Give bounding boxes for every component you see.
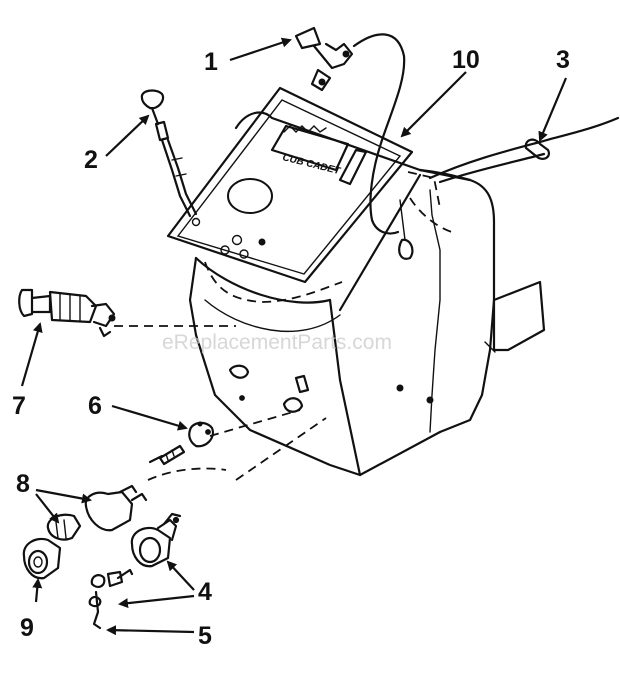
watermark-text: eReplacementParts.com xyxy=(162,331,392,354)
dash-housing xyxy=(188,111,546,477)
key-switch xyxy=(130,512,182,568)
ignition-keys xyxy=(88,568,134,630)
callout-2: 2 xyxy=(84,146,98,174)
callout-3: 3 xyxy=(556,46,570,74)
callout-10: 10 xyxy=(452,46,480,74)
light-knob xyxy=(22,537,62,580)
callout-8: 8 xyxy=(16,470,30,498)
callout-5: 5 xyxy=(198,622,212,650)
callout-7: 7 xyxy=(12,392,26,420)
leader-arrows xyxy=(20,37,568,636)
callout-4: 4 xyxy=(198,578,212,606)
cover-nut xyxy=(188,421,214,448)
control-plate: CUB CADET xyxy=(166,86,414,284)
rear-cable-clamp xyxy=(428,116,620,184)
throttle-lever xyxy=(294,26,406,235)
choke-control xyxy=(140,89,343,303)
callout-9: 9 xyxy=(20,614,34,642)
callout-1: 1 xyxy=(204,48,218,76)
ignition-switch xyxy=(18,288,116,338)
assembly-lines xyxy=(114,171,453,481)
callout-6: 6 xyxy=(88,392,102,420)
stud-screw xyxy=(148,444,186,466)
plate-brand-text: CUB CADET xyxy=(281,152,342,177)
